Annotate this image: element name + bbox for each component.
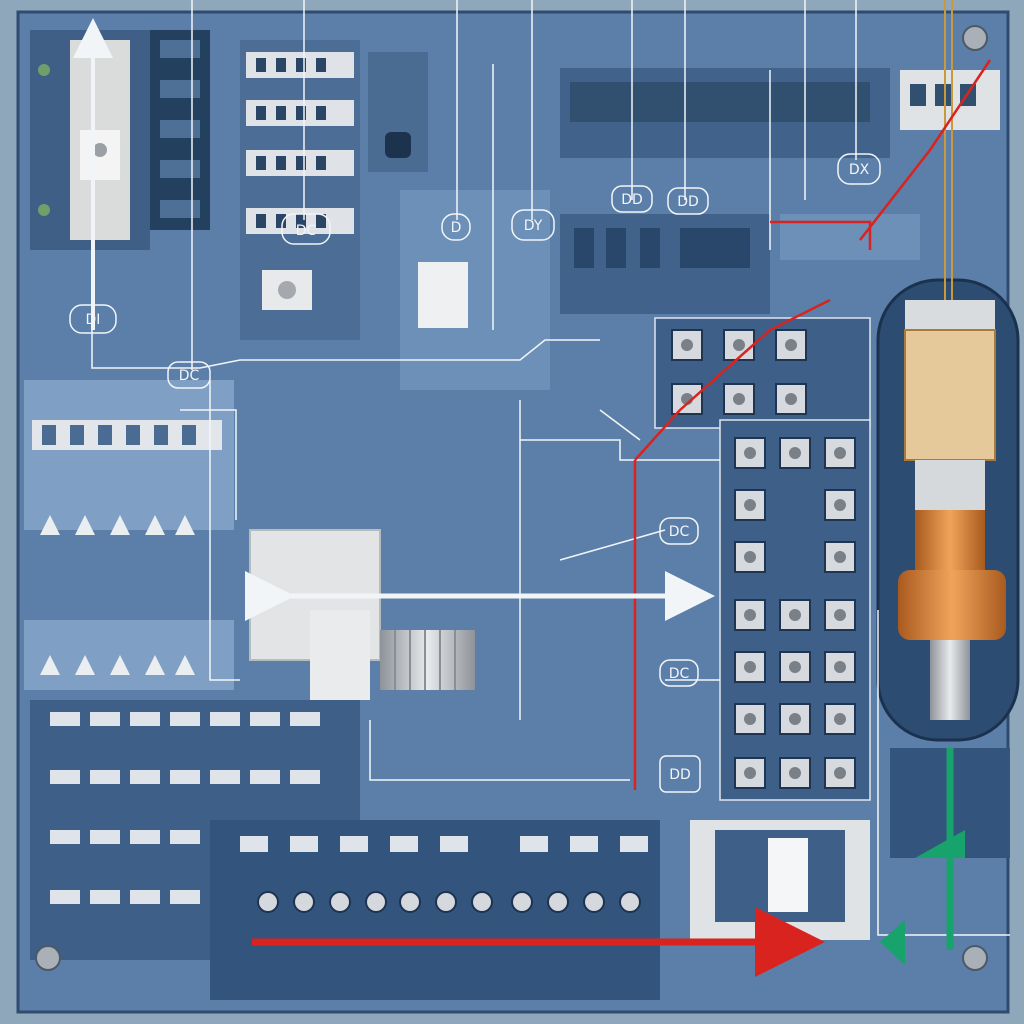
label-mid-a: D — [451, 220, 462, 236]
tag-terminal-b — [659, 659, 699, 687]
red-wiring — [633, 59, 992, 790]
tag-upper-middle-relay — [281, 213, 331, 245]
white-wiring — [91, 0, 1010, 936]
fuse-row-lower — [24, 620, 234, 690]
tag-mid-b — [511, 209, 555, 241]
label-upper-middle-relay: DC — [296, 223, 317, 239]
label-mid-d: DD — [677, 194, 699, 210]
fuse-row-upper — [24, 380, 234, 535]
corner-screws — [35, 25, 988, 971]
relay-bank-top — [240, 40, 360, 340]
label-left-junction: DC — [179, 368, 200, 384]
connector-strip-top — [560, 68, 1000, 158]
bottom-right-modules — [690, 748, 1010, 940]
tag-left-junction — [167, 361, 211, 389]
label-terminal-a: DC — [669, 524, 690, 540]
terminal-block-grid — [654, 317, 871, 801]
tag-mid-a — [441, 213, 471, 241]
tag-right-top — [837, 153, 881, 185]
label-right-top: DX — [849, 162, 870, 178]
label-lower: DD — [669, 767, 691, 783]
terminal-row-bottom — [210, 820, 660, 1000]
tag-top-left-module — [69, 304, 117, 334]
top-left-din-module — [30, 30, 150, 250]
tag-mid-d — [667, 187, 709, 215]
tag-lower — [659, 755, 701, 793]
label-mid-c: DD — [621, 192, 643, 208]
terminal-stack-left — [150, 30, 210, 230]
green-arrow-upper — [915, 830, 965, 858]
tag-mid-c — [611, 185, 653, 213]
label-mid-b: DY — [524, 218, 543, 234]
tag-terminal-a — [659, 517, 699, 545]
mid-components — [560, 214, 920, 314]
label-top-left-module: DI — [86, 312, 101, 328]
label-terminal-b: DC — [669, 666, 690, 682]
green-arrow-lower — [880, 920, 905, 965]
copper-fuse-assembly — [876, 0, 1020, 742]
